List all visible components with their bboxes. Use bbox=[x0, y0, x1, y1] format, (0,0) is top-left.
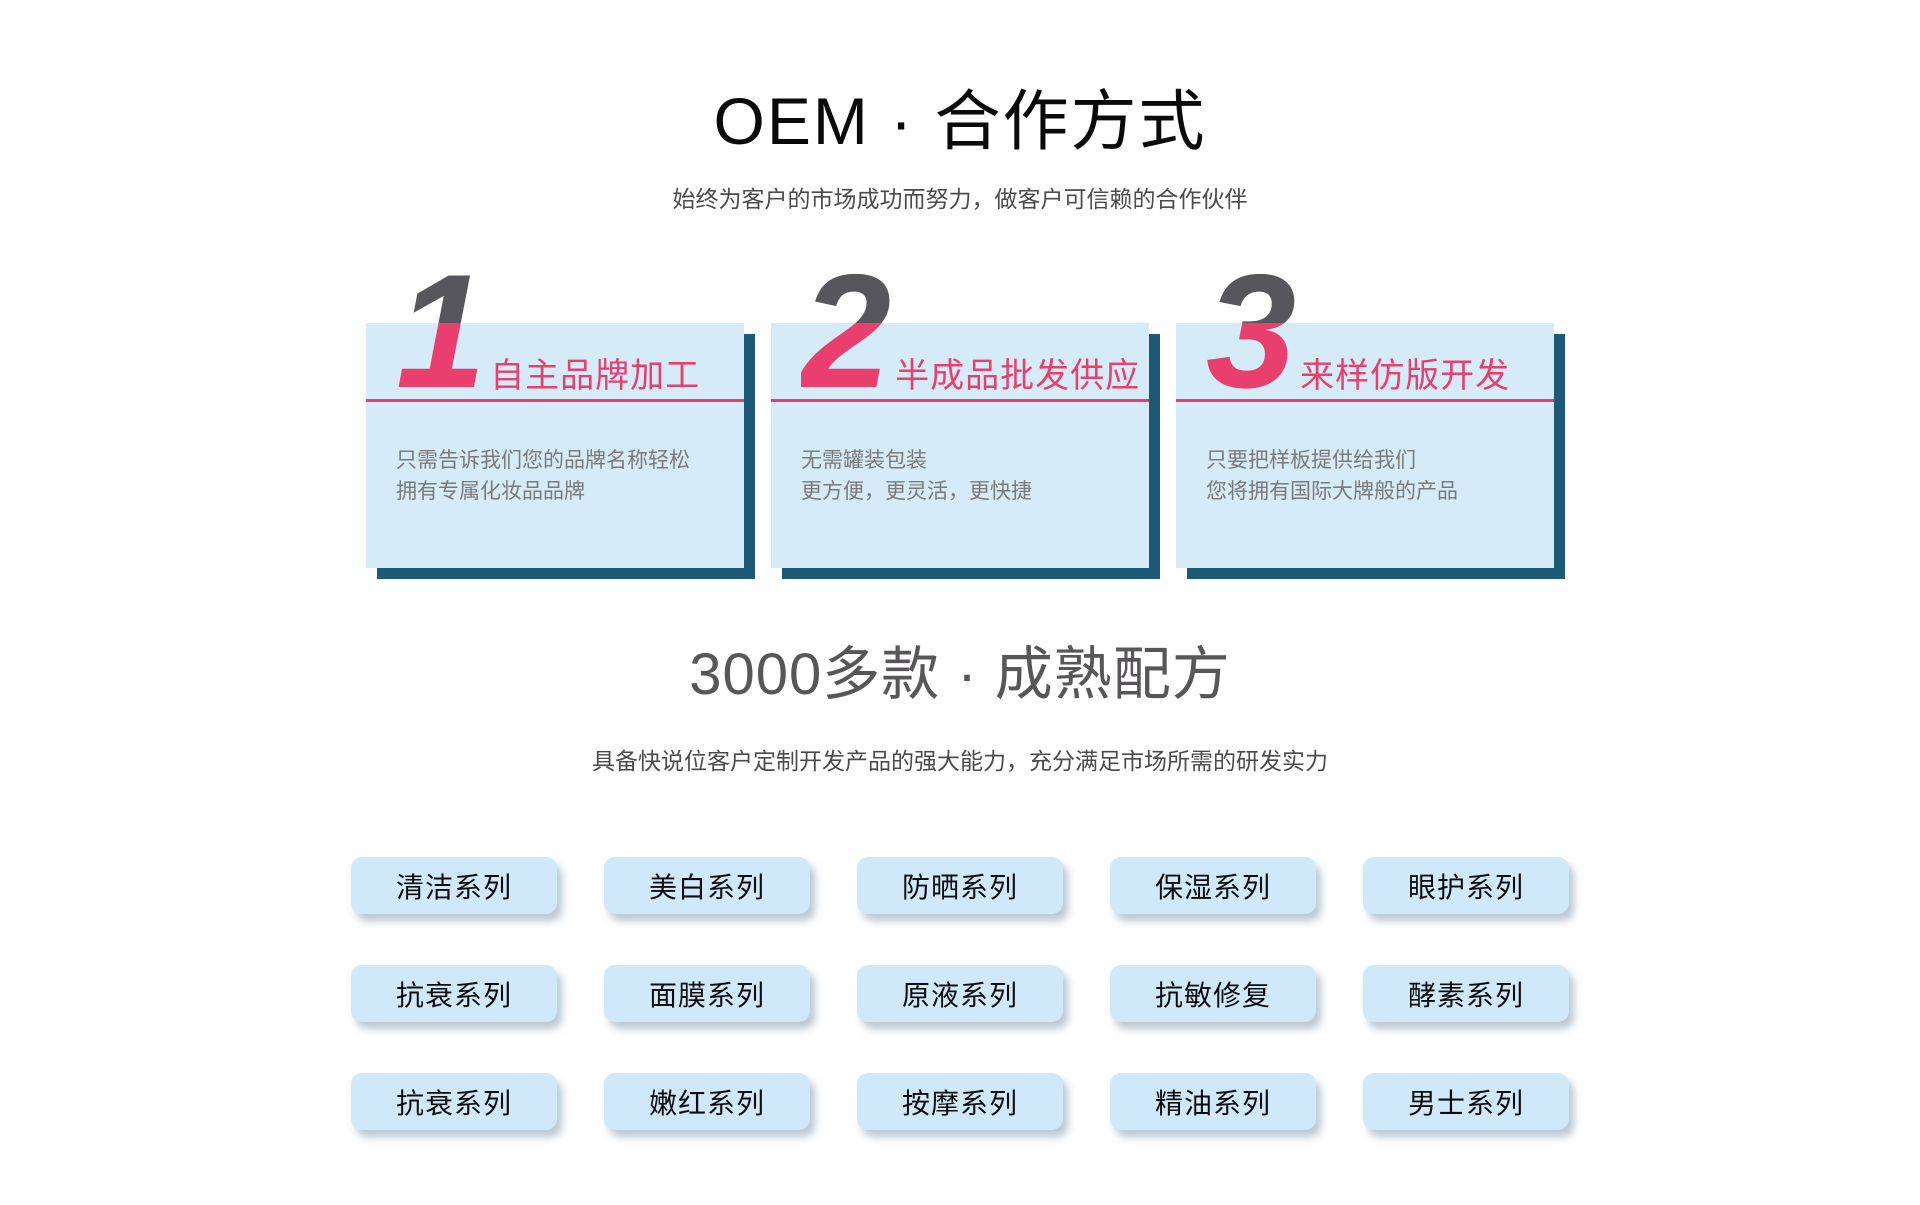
formulas-section-title: 3000多款 · 成熟配方 bbox=[689, 642, 1231, 707]
series-chip-mask[interactable]: 面膜系列 bbox=[604, 965, 810, 1022]
card-1-description-line-2: 拥有专属化妆品品牌 bbox=[396, 480, 585, 503]
series-chip-stock-solution[interactable]: 原液系列 bbox=[857, 965, 1063, 1022]
card-2-number: 2 2 bbox=[801, 273, 891, 391]
series-chip-rosy[interactable]: 嫩红系列 bbox=[604, 1073, 810, 1130]
series-chip-whitening[interactable]: 美白系列 bbox=[604, 857, 810, 914]
card-1-number-pink: 1 bbox=[396, 241, 487, 422]
page-subtitle: 始终为客户的市场成功而努力，做客户可信赖的合作伙伴 bbox=[672, 186, 1248, 212]
series-chip-essential-oil[interactable]: 精油系列 bbox=[1110, 1073, 1316, 1130]
page-title: OEM · 合作方式 bbox=[713, 84, 1207, 158]
series-chip-men[interactable]: 男士系列 bbox=[1363, 1073, 1569, 1130]
card-1-head-group: 1 1 自主品牌加工 bbox=[396, 273, 700, 393]
cooperation-cards-row: 1 1 自主品牌加工 只需告诉我们您的品牌名称轻松 拥有专属化妆品品牌 2 2 bbox=[0, 323, 1920, 568]
cooperation-card-2: 2 2 半成品批发供应 无需罐装包装 更方便，更灵活，更快捷 bbox=[771, 323, 1149, 568]
card-1-description-line-1: 只需告诉我们您的品牌名称轻松 bbox=[396, 449, 690, 472]
card-3-description: 只要把样板提供给我们 您将拥有国际大牌般的产品 bbox=[1176, 402, 1554, 507]
series-chip-eye-care[interactable]: 眼护系列 bbox=[1363, 857, 1569, 914]
card-2-header: 2 2 半成品批发供应 bbox=[771, 323, 1149, 402]
card-3-header: 3 3 来样仿版开发 bbox=[1176, 323, 1554, 402]
card-3-description-line-1: 只要把样板提供给我们 bbox=[1206, 449, 1416, 472]
series-grid: 清洁系列 美白系列 防晒系列 保湿系列 眼护系列 抗衰系列 面膜系列 原液系列 … bbox=[0, 857, 1920, 1130]
series-chip-sunscreen[interactable]: 防晒系列 bbox=[857, 857, 1063, 914]
series-chip-anti-allergy-repair[interactable]: 抗敏修复 bbox=[1110, 965, 1316, 1022]
card-3-number-pink: 3 bbox=[1206, 241, 1297, 422]
series-chip-anti-aging-2[interactable]: 抗衰系列 bbox=[351, 1073, 557, 1130]
card-2-description: 无需罐装包装 更方便，更灵活，更快捷 bbox=[771, 402, 1149, 507]
card-3-number: 3 3 bbox=[1206, 273, 1296, 391]
series-chip-cleansing[interactable]: 清洁系列 bbox=[351, 857, 557, 914]
card-2-number-pink: 2 bbox=[801, 241, 892, 422]
card-1-description: 只需告诉我们您的品牌名称轻松 拥有专属化妆品品牌 bbox=[366, 402, 744, 507]
series-chip-moisturizing[interactable]: 保湿系列 bbox=[1110, 857, 1316, 914]
formulas-section-subtitle: 具备快说位客户定制开发产品的强大能力，充分满足市场所需的研发实力 bbox=[592, 748, 1328, 774]
card-1-title: 自主品牌加工 bbox=[490, 357, 701, 395]
card-3-description-line-2: 您将拥有国际大牌般的产品 bbox=[1206, 480, 1458, 503]
cooperation-card-3: 3 3 来样仿版开发 只要把样板提供给我们 您将拥有国际大牌般的产品 bbox=[1176, 323, 1554, 568]
card-2-description-line-2: 更方便，更灵活，更快捷 bbox=[801, 480, 1032, 503]
card-1-number: 1 1 bbox=[396, 273, 486, 391]
card-2-description-line-1: 无需罐装包装 bbox=[801, 449, 927, 472]
series-chip-enzyme[interactable]: 酵素系列 bbox=[1363, 965, 1569, 1022]
card-3-title: 来样仿版开发 bbox=[1300, 357, 1511, 395]
card-2-head-group: 2 2 半成品批发供应 bbox=[801, 273, 1140, 393]
card-3-head-group: 3 3 来样仿版开发 bbox=[1206, 273, 1510, 393]
cooperation-card-1: 1 1 自主品牌加工 只需告诉我们您的品牌名称轻松 拥有专属化妆品品牌 bbox=[366, 323, 744, 568]
card-1-header: 1 1 自主品牌加工 bbox=[366, 323, 744, 402]
series-chip-anti-aging[interactable]: 抗衰系列 bbox=[351, 965, 557, 1022]
series-chip-massage[interactable]: 按摩系列 bbox=[857, 1073, 1063, 1130]
card-2-title: 半成品批发供应 bbox=[895, 357, 1141, 395]
